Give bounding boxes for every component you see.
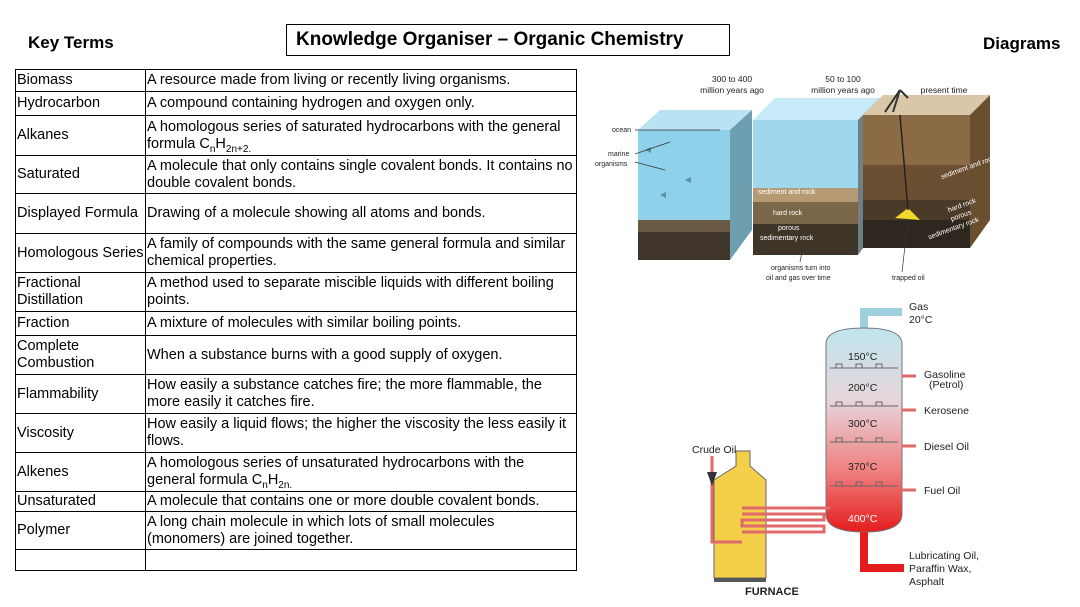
- term-cell: Complete Combustion: [15, 335, 146, 375]
- definition-cell: When a substance burns with a good suppl…: [145, 335, 577, 375]
- oil-formation-diagram: 300 to 400 million years ago 50 to 100 m…: [595, 74, 997, 282]
- organisms-label-2: oil and gas over time: [766, 275, 831, 282]
- petrol-label: (Petrol): [929, 379, 963, 391]
- term-cell: Homologous Series: [15, 233, 146, 273]
- gasoline-label: Gasoline: [924, 369, 966, 381]
- formula-text: H: [267, 472, 279, 488]
- definition-cell: A method used to separate miscible liqui…: [145, 272, 577, 312]
- table-row: Fractional Distillation A method used to…: [15, 272, 577, 312]
- porous-label-2: sedimentary rock: [760, 235, 814, 242]
- temp-300: 300°C: [848, 418, 878, 430]
- sediment-label: sediment and rock: [758, 189, 816, 196]
- kerosene-label: Kerosene: [924, 405, 969, 417]
- definition-text: A homologous series of saturated hydroca…: [147, 118, 561, 152]
- residue-label-3: Asphalt: [909, 576, 944, 588]
- ocean-label: ocean: [612, 127, 631, 134]
- definition-cell: [145, 549, 577, 571]
- diagrams-heading: Diagrams: [983, 34, 1061, 53]
- organisms-label: organisms turn into: [771, 265, 831, 272]
- porous-label: porous: [778, 225, 800, 232]
- column-trays: [830, 363, 898, 487]
- trapped-oil-label: trapped oil: [892, 275, 925, 282]
- temp-370: 370°C: [848, 461, 878, 473]
- furnace-label: FURNACE: [745, 586, 799, 598]
- diesel-label: Diesel Oil: [924, 441, 969, 453]
- time-label-2: 50 to 100: [825, 74, 861, 84]
- definition-cell: A long chain molecule in which lots of s…: [145, 511, 577, 550]
- formula-subscript: n: [209, 143, 216, 155]
- time-label-2b: million years ago: [811, 85, 875, 95]
- residue-label-1: Lubricating Oil,: [909, 550, 979, 562]
- hard-rock-label: hard rock: [773, 210, 803, 217]
- term-cell: Fraction: [15, 311, 146, 336]
- term-cell: [15, 549, 146, 571]
- table-row: Viscosity How easily a liquid flows; the…: [15, 413, 577, 453]
- key-terms-table: Biomass A resource made from living or r…: [15, 69, 577, 571]
- formula-subscript: 2n+2.: [225, 143, 252, 155]
- term-cell: Displayed Formula: [15, 193, 146, 234]
- time-label-1b: million years ago: [700, 85, 764, 95]
- definition-cell: A mixture of molecules with similar boil…: [145, 311, 577, 336]
- table-row: Polymer A long chain molecule in which l…: [15, 511, 577, 550]
- table-row: Saturated A molecule that only contains …: [15, 155, 577, 194]
- term-cell: Hydrocarbon: [15, 91, 146, 116]
- table-row: Unsaturated A molecule that contains one…: [15, 491, 577, 512]
- term-cell: Viscosity: [15, 413, 146, 453]
- formula-subscript: n: [262, 479, 268, 491]
- term-cell: Unsaturated: [15, 491, 146, 512]
- rock-block-present: [863, 95, 990, 248]
- furnace: [713, 450, 830, 582]
- definition-cell: A molecule that only contains single cov…: [145, 155, 577, 194]
- term-cell: Fractional Distillation: [15, 272, 146, 312]
- ocean-block-middle: [753, 98, 880, 255]
- marine-label: marine: [608, 151, 630, 158]
- distillation-column: [825, 327, 903, 533]
- fraction-outlets: [902, 374, 916, 492]
- definition-cell: A family of compounds with the same gene…: [145, 233, 577, 273]
- definition-cell: How easily a liquid flows; the higher th…: [145, 413, 577, 453]
- term-cell: Flammability: [15, 374, 146, 414]
- time-label-3: present time: [921, 85, 968, 95]
- table-row: Biomass A resource made from living or r…: [15, 69, 577, 92]
- gas-label: Gas: [909, 301, 928, 313]
- definition-cell: A homologous series of unsaturated hydro…: [145, 452, 577, 492]
- fractional-distillation-diagram: Gas 20°C 150°C 200°C 300°C 370°C 400°C G…: [692, 301, 979, 598]
- definition-cell: A molecule that contains one or more dou…: [145, 491, 577, 512]
- definition-cell: A compound containing hydrogen and oxyge…: [145, 91, 577, 116]
- table-row: Complete Combustion When a substance bur…: [15, 335, 577, 375]
- table-row: Alkenes A homologous series of unsaturat…: [15, 452, 577, 492]
- table-row: Displayed Formula Drawing of a molecule …: [15, 193, 577, 234]
- time-label-1: 300 to 400: [712, 74, 752, 84]
- table-row: Alkanes A homologous series of saturated…: [15, 115, 577, 156]
- temp-150: 150°C: [848, 351, 878, 363]
- definition-cell: A resource made from living or recently …: [145, 69, 577, 92]
- definition-cell: A homologous series of saturated hydroca…: [145, 115, 577, 156]
- gas-temp-label: 20°C: [909, 314, 933, 326]
- ocean-block-past: [638, 110, 752, 260]
- definition-cell: Drawing of a molecule showing all atoms …: [145, 193, 577, 234]
- term-cell: Alkanes: [15, 115, 146, 156]
- marine-label-2: organisms: [595, 161, 628, 168]
- temp-400: 400°C: [848, 513, 878, 525]
- formula-subscript: 2n.: [278, 479, 293, 491]
- term-cell: Biomass: [15, 69, 146, 92]
- crude-oil-label: Crude Oil: [692, 444, 736, 456]
- temp-200: 200°C: [848, 382, 878, 394]
- oil-derrick-icon: [884, 89, 909, 113]
- page-title: Knowledge Organiser – Organic Chemistry: [286, 24, 730, 56]
- fuel-oil-label: Fuel Oil: [924, 485, 960, 497]
- table-row: Homologous Series A family of compounds …: [15, 233, 577, 273]
- definition-cell: How easily a substance catches fire; the…: [145, 374, 577, 414]
- table-row: Fraction A mixture of molecules with sim…: [15, 311, 577, 336]
- formula-text: H: [215, 135, 226, 152]
- key-terms-heading: Key Terms: [28, 33, 114, 52]
- table-row: [15, 549, 577, 571]
- residue-label-2: Paraffin Wax,: [909, 563, 971, 575]
- term-cell: Polymer: [15, 511, 146, 550]
- term-cell: Saturated: [15, 155, 146, 194]
- definition-text: A homologous series of unsaturated hydro…: [147, 455, 525, 488]
- table-row: Flammability How easily a substance catc…: [15, 374, 577, 414]
- table-row: Hydrocarbon A compound containing hydrog…: [15, 91, 577, 116]
- term-cell: Alkenes: [15, 452, 146, 492]
